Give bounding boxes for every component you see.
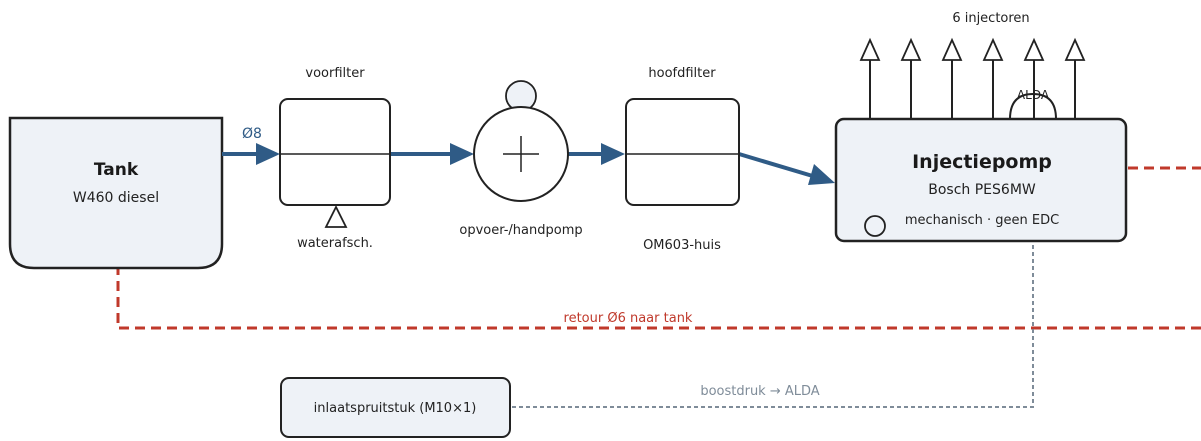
injectors (859, 37, 1086, 119)
injectors-title: 6 injectoren (952, 11, 1029, 26)
lift-pump (473, 80, 569, 202)
tank (8, 116, 224, 270)
alda-label: ALDA (1017, 88, 1050, 102)
injector-icon (1023, 37, 1045, 61)
main-filter-housing-label: OM603-huis (643, 238, 721, 253)
alda-dome (1009, 92, 1057, 120)
tank-title: Tank (94, 160, 139, 180)
prefilter (279, 98, 391, 228)
main-filter (625, 98, 740, 206)
injection-pump-title: Injectiepomp (912, 151, 1052, 173)
main-filter-title: hoofdfilter (648, 66, 716, 81)
injector-icon (1064, 37, 1086, 61)
feed-arrow-4 (808, 164, 835, 185)
injector-icon (900, 37, 922, 61)
injection-pump (834, 92, 1128, 243)
injection-pump-note: mechanisch · geen EDC (905, 213, 1059, 228)
feed-line (222, 143, 835, 185)
injection-pump-subtitle: Bosch PES6MW (928, 182, 1036, 198)
intake-manifold (280, 377, 511, 438)
water-drain-icon (324, 204, 348, 228)
tank-subtitle: W460 diesel (73, 190, 159, 206)
injector-icon (859, 37, 881, 61)
intake-manifold-label: inlaatspruitstuk (M10×1) (314, 401, 477, 416)
lift-pump-label: opvoer-/handpomp (459, 223, 582, 238)
prefilter-drain-label: waterafsch. (297, 236, 373, 251)
feed-arrow-1 (256, 143, 280, 165)
feed-pipe-label: Ø8 (242, 126, 262, 142)
prefilter-title: voorfilter (305, 66, 365, 81)
boost-line-label: boostdruk → ALDA (700, 384, 819, 399)
pump-shaft-icon (864, 215, 886, 237)
feed-arrow-3 (601, 143, 625, 165)
injector-icon (941, 37, 963, 61)
injector-icon (982, 37, 1004, 61)
return-line-label: retour Ø6 naar tank (564, 311, 693, 326)
feed-arrow-2 (450, 143, 474, 165)
